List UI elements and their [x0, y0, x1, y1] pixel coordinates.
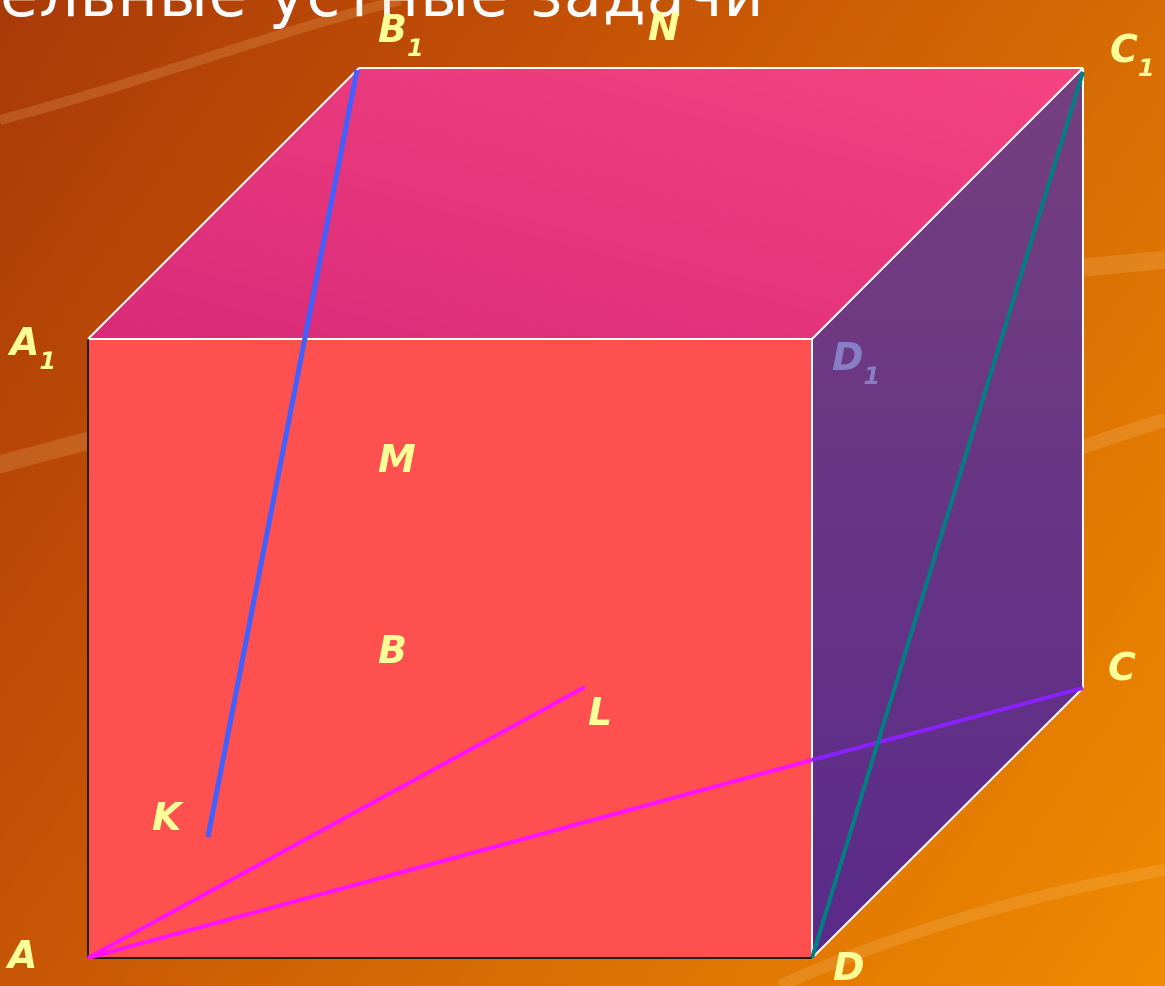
label-a1: A1	[7, 320, 56, 375]
segment-b1-k	[205, 69, 360, 838]
segment-a-c-front	[87, 758, 813, 960]
slide-title: ельные устные задачи	[0, 0, 765, 31]
front-face	[88, 339, 812, 958]
label-a: A	[5, 933, 37, 977]
label-c: C	[1108, 645, 1136, 689]
label-b: B	[378, 628, 407, 672]
label-m: M	[378, 437, 416, 481]
cube-edges-dark	[87, 339, 812, 959]
label-k: K	[152, 795, 184, 839]
label-n: N	[648, 5, 680, 49]
label-d1: D1	[832, 335, 880, 390]
top-face	[88, 68, 1083, 339]
label-c1: C1	[1110, 27, 1155, 82]
label-d: D	[833, 945, 865, 986]
cube-edges	[87, 67, 1084, 959]
segment-a-l	[87, 685, 586, 960]
label-l: L	[588, 690, 612, 734]
label-b1: B1	[378, 7, 424, 62]
segment-a-c-back	[811, 686, 1084, 762]
segment-d-c1	[810, 71, 1085, 959]
